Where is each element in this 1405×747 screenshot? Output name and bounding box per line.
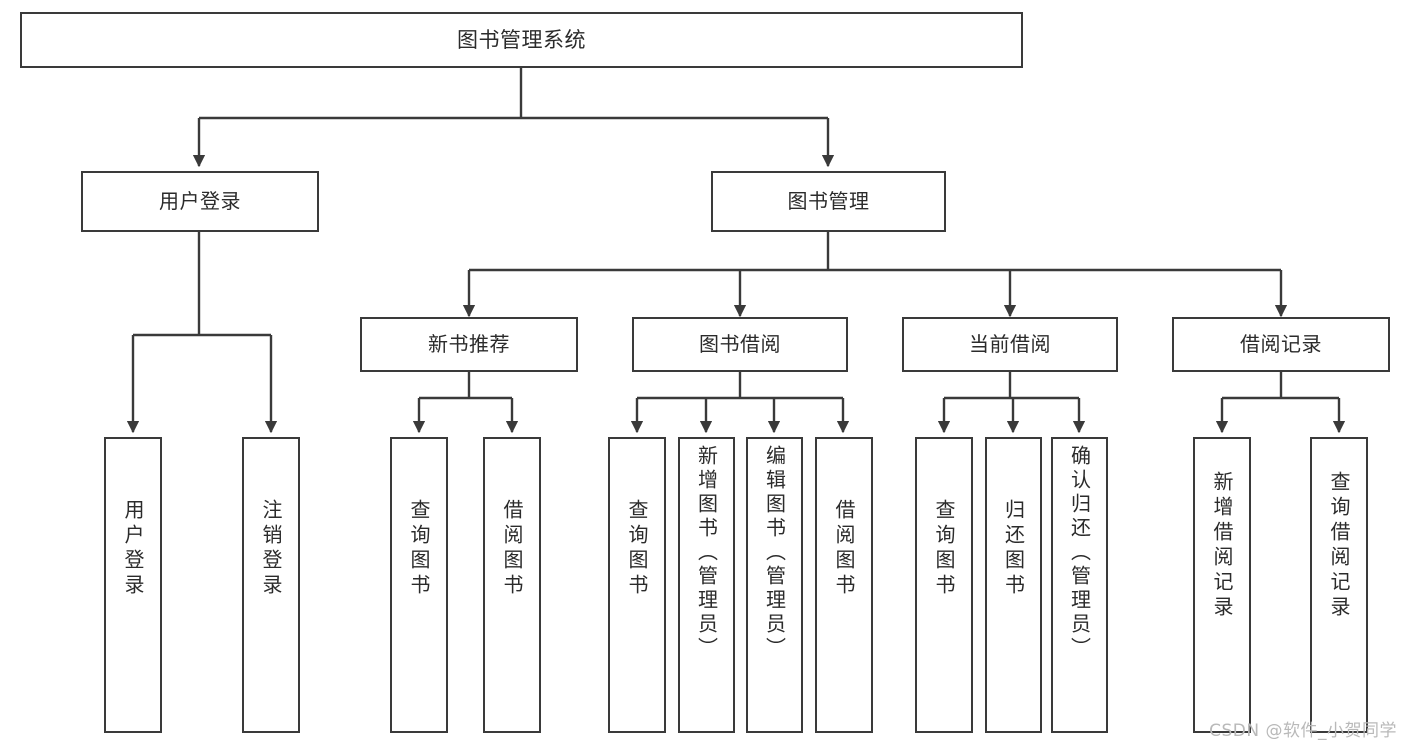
leaf-new-book-borrow[interactable]: 借阅图书 — [483, 437, 541, 733]
node-label: 新增图书（管理员） — [694, 445, 719, 661]
leaf-borrow-borrow-book[interactable]: 借阅图书 — [815, 437, 873, 733]
node-label: 确认归还（管理员） — [1067, 445, 1092, 661]
node-book-borrow[interactable]: 图书借阅 — [632, 317, 848, 372]
node-label: 图书借阅 — [699, 331, 781, 356]
node-book-management[interactable]: 图书管理 — [711, 171, 946, 232]
leaf-current-confirm-return[interactable]: 确认归还（管理员） — [1051, 437, 1108, 733]
node-label: 当前借阅 — [969, 331, 1051, 356]
leaf-new-book-query[interactable]: 查询图书 — [390, 437, 448, 733]
node-label: 图书管理 — [787, 188, 870, 213]
node-root-system[interactable]: 图书管理系统 — [20, 12, 1023, 68]
leaf-record-query[interactable]: 查询借阅记录 — [1310, 437, 1368, 733]
node-label: 用户登录 — [159, 188, 241, 213]
node-label: 查询图书 — [407, 499, 431, 599]
leaf-borrow-query-book[interactable]: 查询图书 — [608, 437, 666, 733]
node-label: 新增借阅记录 — [1210, 471, 1234, 621]
node-label: 查询图书 — [932, 499, 956, 599]
leaf-current-return-book[interactable]: 归还图书 — [985, 437, 1042, 733]
leaf-borrow-edit-book[interactable]: 编辑图书（管理员） — [746, 437, 803, 733]
leaf-borrow-add-book[interactable]: 新增图书（管理员） — [678, 437, 735, 733]
node-label: 新书推荐 — [428, 331, 510, 356]
leaf-current-query-book[interactable]: 查询图书 — [915, 437, 973, 733]
node-label: 注销登录 — [259, 499, 283, 599]
node-label: 归还图书 — [1001, 499, 1026, 599]
node-label: 用户登录 — [121, 499, 145, 599]
node-label: 查询图书 — [625, 499, 649, 599]
node-label: 借阅图书 — [500, 499, 524, 599]
node-label: 查询借阅记录 — [1327, 471, 1351, 621]
leaf-user-login-logout[interactable]: 注销登录 — [242, 437, 300, 733]
node-label: 编辑图书（管理员） — [762, 445, 787, 661]
leaf-record-add[interactable]: 新增借阅记录 — [1193, 437, 1251, 733]
node-label: 借阅图书 — [832, 499, 856, 599]
node-label: 图书管理系统 — [457, 27, 586, 52]
leaf-user-login-login[interactable]: 用户登录 — [104, 437, 162, 733]
node-label: 借阅记录 — [1240, 331, 1322, 356]
node-borrow-record[interactable]: 借阅记录 — [1172, 317, 1390, 372]
node-user-login[interactable]: 用户登录 — [81, 171, 319, 232]
node-new-book-recommend[interactable]: 新书推荐 — [360, 317, 578, 372]
node-current-borrow[interactable]: 当前借阅 — [902, 317, 1118, 372]
